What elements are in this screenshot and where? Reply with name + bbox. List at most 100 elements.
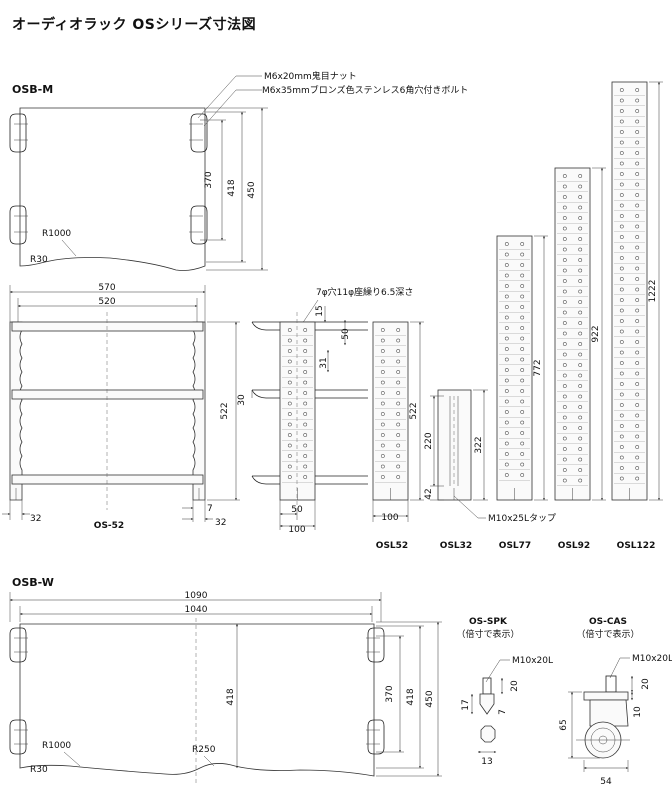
osb-w-bracket-left-bottom	[9, 719, 28, 755]
post-hole	[380, 475, 385, 479]
post-hole	[287, 380, 292, 385]
osl-dim-50: 50	[341, 328, 351, 340]
osb-m-r1000-label: R1000	[42, 229, 71, 239]
post-hole	[287, 454, 292, 458]
osl52-dim-100: 100	[381, 513, 398, 523]
post-hole	[562, 457, 567, 462]
osl77-label: OSL77	[499, 541, 531, 551]
post-hole	[562, 405, 567, 409]
os-spk-nut	[480, 725, 496, 743]
post-hole	[520, 368, 525, 372]
post-hole	[380, 338, 385, 343]
post-hole	[578, 247, 583, 252]
post-hole	[504, 378, 509, 383]
post-hole	[635, 382, 640, 386]
osl122-label: OSL122	[617, 541, 656, 551]
post-hole	[504, 452, 509, 456]
osb-w-drawing: OSB-W 1090 1040 418	[9, 576, 442, 785]
os52-dim-520: 520	[98, 297, 115, 307]
post-hole	[578, 415, 583, 420]
post-hole	[635, 151, 640, 155]
post-hole	[287, 422, 292, 427]
osl32-dim-322: 322	[474, 436, 484, 453]
post-hole	[562, 226, 567, 231]
post-hole	[396, 433, 401, 437]
osb-w-label: OSB-W	[12, 576, 54, 589]
osb-w-dim-1040: 1040	[185, 605, 208, 615]
post-hole	[562, 468, 567, 472]
post-hole	[578, 405, 583, 409]
osb-w-dim-418: 418	[406, 688, 416, 705]
os-spk-dim-17: 17	[461, 699, 471, 710]
osb-m-nut-callout: M6x20mm鬼目ナット	[264, 70, 357, 82]
post-hole	[562, 321, 567, 325]
os-cas-callout: M10x20L	[632, 654, 672, 664]
os-cas-dim-54: 54	[600, 777, 612, 787]
post-hole	[287, 412, 292, 416]
post-hole	[303, 370, 308, 374]
post-hole	[303, 412, 308, 416]
post-hole	[619, 403, 624, 407]
post-hole	[635, 392, 640, 397]
post-hole	[635, 361, 640, 365]
osb-w-dim-450: 450	[425, 690, 435, 707]
os-spk-dim-13: 13	[481, 757, 492, 767]
os-cas-bolt	[605, 675, 617, 693]
osb-w-bracket-right-bottom	[366, 719, 385, 755]
post-hole	[635, 98, 640, 103]
post-hole	[578, 195, 583, 199]
post-hole	[635, 256, 640, 260]
post-hole	[578, 363, 583, 367]
osb-w-dim-418-inner: 418	[226, 688, 236, 705]
post-hole	[635, 298, 640, 302]
os-cas-dim-65: 65	[559, 719, 569, 730]
post-hole	[396, 359, 401, 364]
os-spk-spike	[479, 693, 495, 715]
post-hole	[562, 310, 567, 315]
post-hole	[619, 277, 624, 281]
post-hole	[619, 245, 624, 250]
osb-m-r30-label: R30	[30, 255, 48, 265]
post-hole	[396, 443, 401, 448]
post-hole	[380, 359, 385, 364]
post-hole	[578, 426, 583, 430]
os52-left-post	[9, 321, 23, 501]
osb-m-drawing: OSB-M M6x20mm鬼目ナット M6x35mmブロンズ色ステンレス6角穴付…	[9, 70, 468, 271]
post-hole	[504, 357, 509, 362]
post-hole	[635, 403, 640, 407]
post-hole	[380, 370, 385, 374]
os52-dim-7: 7	[207, 504, 213, 514]
post-hole	[380, 464, 385, 469]
post-hole	[619, 413, 624, 418]
post-hole	[578, 352, 583, 357]
post-hole	[562, 247, 567, 252]
post-hole	[635, 245, 640, 250]
post-hole	[619, 350, 624, 355]
post-hole	[504, 252, 509, 257]
post-hole	[562, 289, 567, 294]
os52-shelf-middle	[11, 389, 204, 400]
post-hole	[380, 380, 385, 385]
post-hole	[303, 464, 308, 469]
post-hole	[562, 195, 567, 199]
post-hole	[635, 329, 640, 334]
post-hole	[619, 424, 624, 428]
post-hole	[619, 308, 624, 313]
osl92-post-drawing: 922 OSL92	[554, 167, 606, 551]
osl52-label: OSL52	[376, 541, 408, 551]
os-cas-plate	[583, 691, 629, 701]
post-hole	[504, 263, 509, 267]
post-hole	[520, 357, 525, 362]
post-hole	[562, 426, 567, 430]
post-hole	[303, 454, 308, 458]
post-hole	[504, 441, 509, 446]
osb-m-bracket-left-top	[9, 113, 28, 153]
post-hole	[578, 478, 583, 483]
post-hole	[396, 380, 401, 385]
post-hole	[287, 338, 292, 343]
post-hole	[619, 203, 624, 208]
os-spk-title: OS-SPK	[469, 617, 508, 627]
post-hole	[635, 476, 640, 481]
post-hole	[396, 475, 401, 479]
post-hole	[287, 370, 292, 374]
